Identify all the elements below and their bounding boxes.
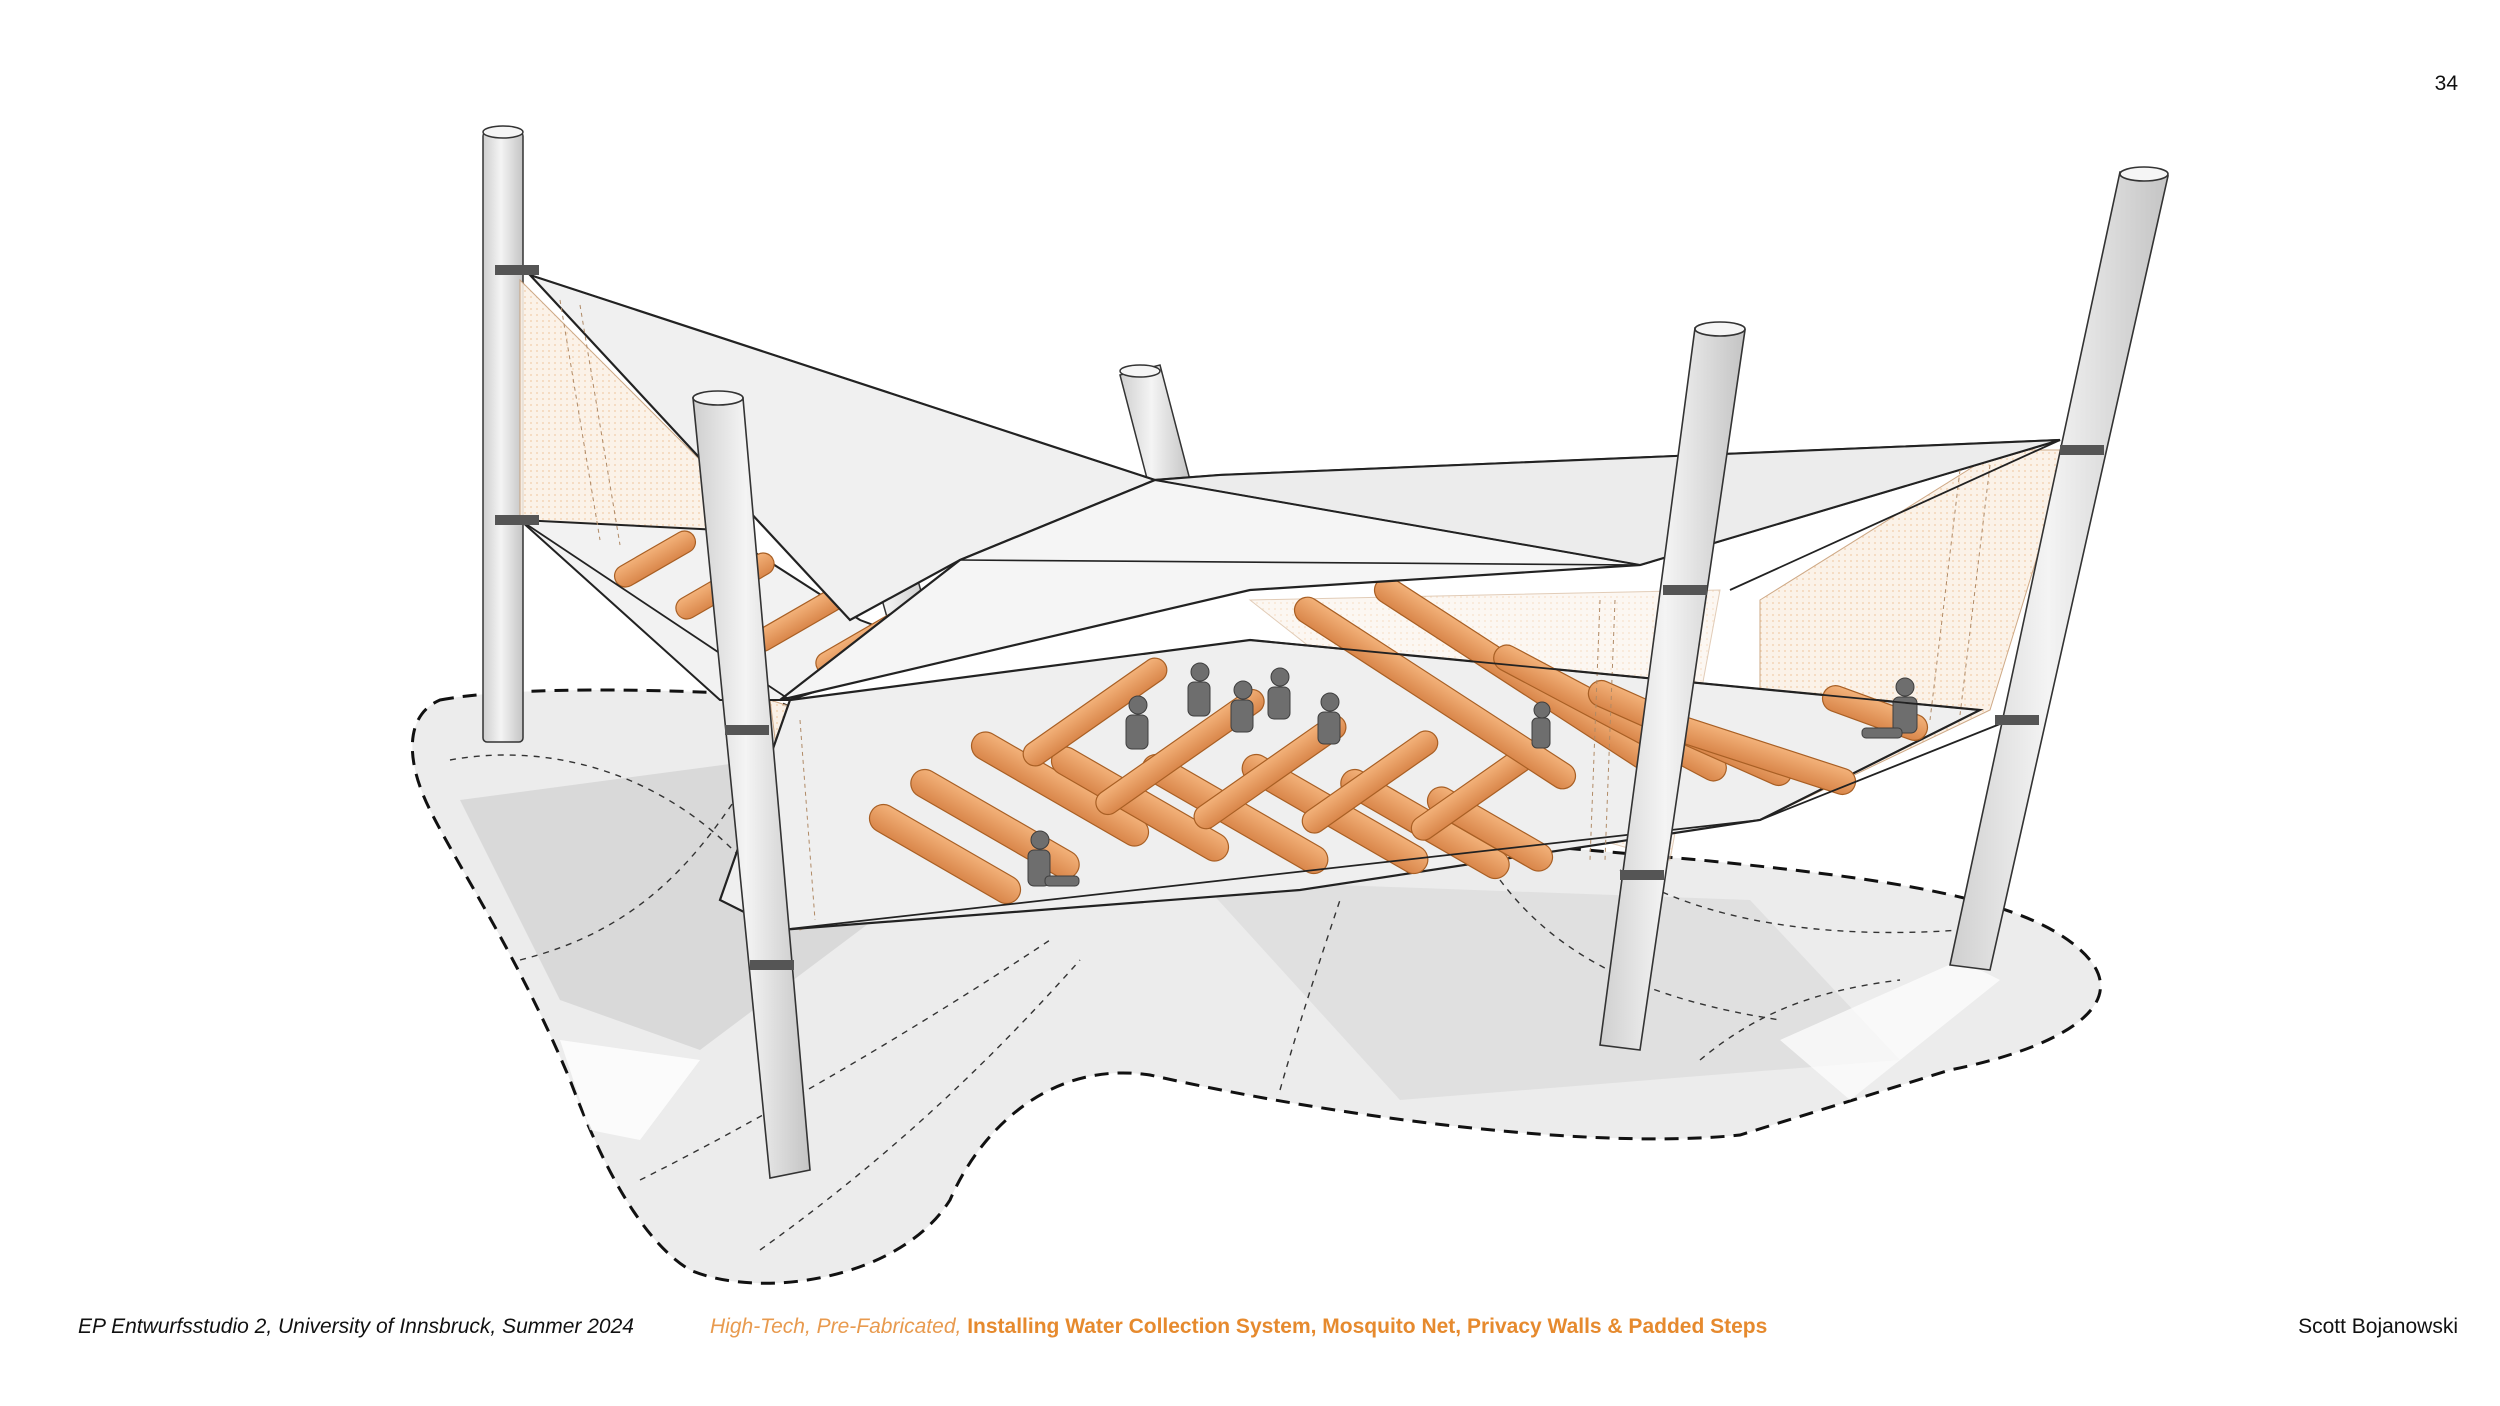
slide-subtitle: High-Tech, Pre-Fabricated, Installing Wa…	[710, 1314, 1767, 1340]
subtitle-bold: Installing Water Collection System, Mosq…	[967, 1315, 1768, 1338]
pole-front-right	[1599, 321, 1746, 1051]
front-poles	[495, 166, 2169, 1179]
canopy-membrane	[526, 272, 2061, 702]
person-seated-front	[1027, 830, 1080, 887]
people	[1027, 662, 1918, 887]
pole-back-left	[482, 125, 524, 743]
axonometric-drawing	[410, 125, 2169, 1285]
course-caption: EP Entwurfsstudio 2, University of Innsb…	[78, 1315, 634, 1338]
page-number: 34	[2434, 72, 2458, 95]
pole-front-left	[692, 390, 811, 1179]
pole-back-right	[1949, 166, 2169, 971]
person-seated-right	[1861, 677, 1918, 739]
person-seated-mid	[1531, 701, 1551, 749]
padded-steps	[868, 576, 1929, 905]
person-group	[1125, 662, 1341, 750]
author-name: Scott Bojanowski	[2298, 1315, 2458, 1338]
subtitle-light: High-Tech, Pre-Fabricated,	[710, 1315, 962, 1338]
